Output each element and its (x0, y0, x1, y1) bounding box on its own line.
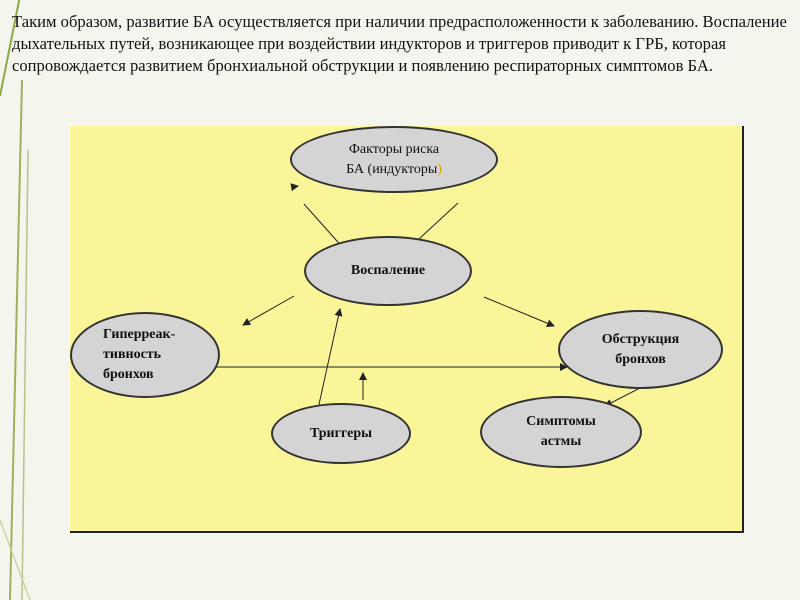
symptoms-line2: астмы (540, 434, 582, 449)
arrow-stub-risk (290, 183, 299, 192)
arrow-triggers-to-inflammation (317, 308, 343, 410)
node-inflammation: Воспаление (304, 236, 472, 306)
arrow-inflammation-to-obstruction (483, 296, 555, 328)
intro-paragraph: Таким образом, развитие БА осуществляетс… (12, 12, 787, 75)
node-triggers: Триггеры (271, 403, 411, 464)
inflammation-label: Воспаление (350, 263, 426, 278)
risk-factors-line1: Факторы риска (348, 141, 440, 157)
node-risk-factors: Факторы риска БА (индукторы) (290, 126, 498, 193)
symptoms-line1: Симптомы (526, 414, 596, 429)
hyperreactivity-line1: Гиперреак- (103, 327, 176, 342)
node-obstruction: Обструкция бронхов (558, 310, 723, 389)
triggers-label: Триггеры (309, 425, 373, 441)
arrow-inflammation-to-hyperreactivity (242, 295, 295, 326)
hyperreactivity-line2: тивность (103, 347, 162, 362)
node-symptoms: Симптомы астмы (480, 396, 642, 468)
diagram-panel: Факторы риска БА (индукторы) Воспаление … (70, 126, 744, 533)
hyperreactivity-line3: бронхов (103, 367, 154, 382)
risk-factors-paren: ) (437, 161, 442, 177)
risk-factors-line2-text: БА (индукторы (346, 161, 438, 177)
node-hyperreactivity: Гиперреак- тивность бронхов (70, 312, 220, 398)
obstruction-line2: бронхов (615, 351, 666, 367)
obstruction-line1: Обструкция (601, 331, 680, 347)
risk-factors-line2: БА (индукторы) (346, 160, 442, 180)
